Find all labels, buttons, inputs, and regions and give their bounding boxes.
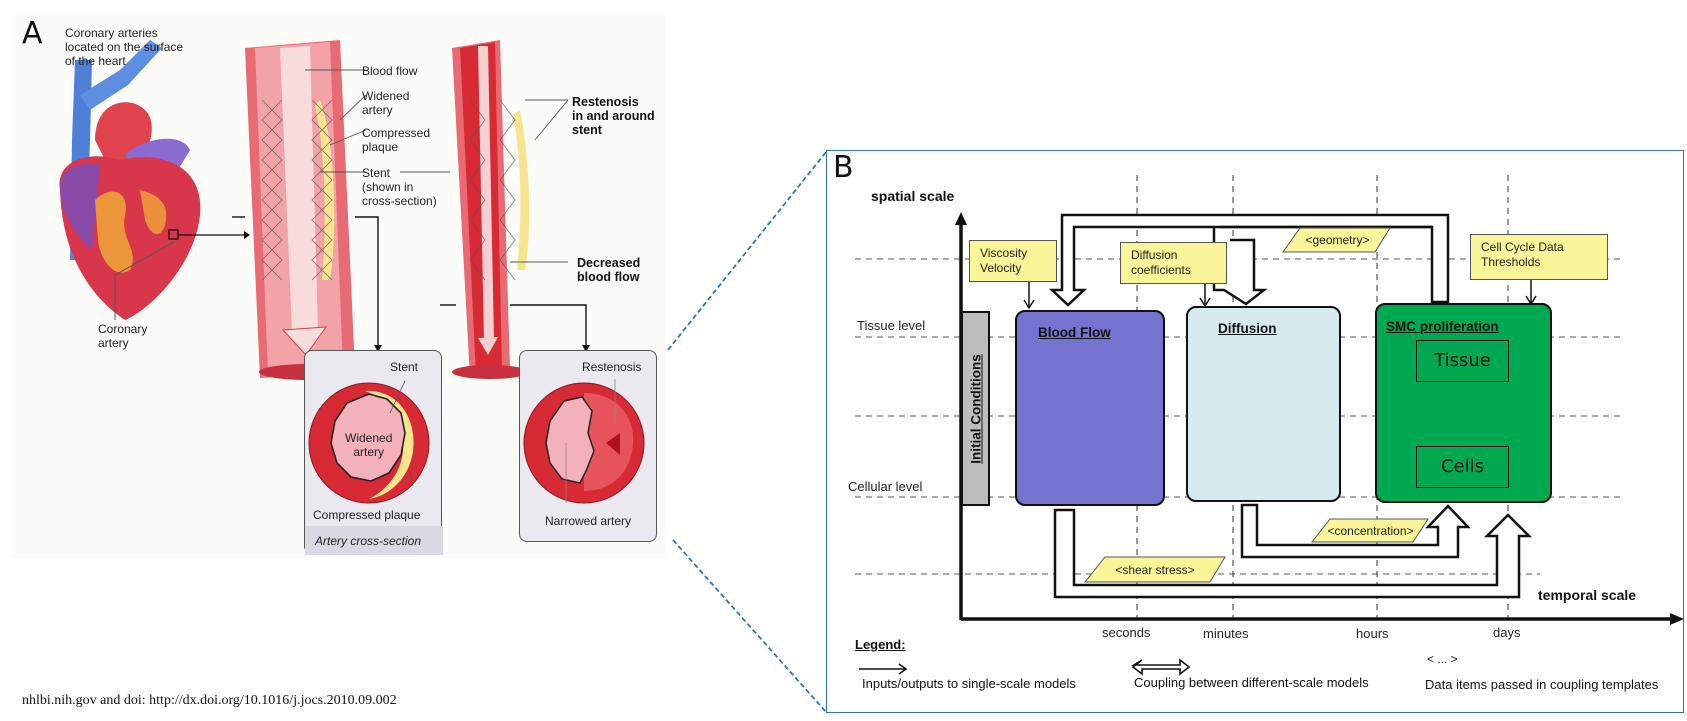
legend-coupling: Coupling between different-scale models — [1134, 675, 1369, 690]
legend-data-items: Data items passed in coupling templates — [1425, 677, 1659, 692]
callout-restenosis: Restenosis in and around stent — [572, 95, 655, 137]
callout-decreased-blood-flow: Decreased blood flow — [577, 256, 641, 284]
callout-stent: Stent (shown in cross-section) — [362, 166, 437, 208]
y-axis-label: spatial scale — [871, 188, 955, 204]
restenosis-label: Restenosis — [582, 360, 642, 374]
coronary-fat-2 — [140, 190, 167, 235]
heart-left-purple — [59, 163, 100, 250]
callout-widened-artery: Widened artery — [362, 89, 410, 117]
coronary-artery-label: Coronary artery — [98, 322, 148, 350]
geometry-data-shape — [1282, 227, 1391, 253]
panel-a-label: A — [22, 16, 43, 51]
widened-artery-label: Widened artery — [345, 431, 393, 459]
coupling-geometry-label: <geometry> — [1305, 233, 1370, 247]
smc-cells-submodel[interactable]: Cells — [1416, 446, 1509, 488]
y-level-cellular: Cellular level — [848, 479, 923, 494]
callout-compressed-plaque: Compressed plaque — [362, 126, 431, 154]
callout-blood-flow: Blood flow — [362, 64, 418, 78]
model-smc-proliferation-title: SMC proliferation — [1386, 319, 1499, 334]
cross-section-restenosis: Restenosis Narrowed artery — [519, 350, 657, 542]
model-blood-flow-title: Blood Flow — [1038, 325, 1111, 340]
coupling-shear-stress-label: <shear stress> — [1115, 563, 1195, 577]
heart-illustration — [59, 40, 250, 320]
source-caption: nhlbi.nih.gov and doi: http://dx.doi.org… — [22, 693, 397, 708]
stented-artery-illustration — [232, 40, 590, 380]
shear-stress-data-shape — [1083, 556, 1226, 583]
x-axis-arrowhead — [1670, 613, 1684, 625]
model-blood-flow[interactable]: Blood Flow — [1015, 310, 1165, 506]
panel-b-label: B — [833, 150, 854, 185]
model-diffusion-title: Diffusion — [1218, 321, 1277, 336]
cross-section-stented: Stent Widened artery Compressed plaque A… — [304, 350, 443, 555]
stent-label: Stent — [390, 360, 419, 374]
legend-double-arrow-icon — [1131, 658, 1191, 676]
concentration-data-shape — [1310, 518, 1429, 543]
legend-title: Legend: — [855, 637, 906, 652]
vein-branch — [80, 40, 162, 110]
smc-tissue-submodel[interactable]: Tissue — [1416, 340, 1509, 382]
x-tick-minutes: minutes — [1203, 626, 1249, 641]
legend-inputs-outputs: Inputs/outputs to single-scale models — [862, 676, 1076, 691]
narrowed-artery-label: Narrowed artery — [545, 514, 632, 528]
coupling-concentration-label: <concentration> — [1327, 524, 1414, 538]
x-axis-label: temporal scale — [1538, 587, 1637, 603]
cross-section-restenosis-drawing — [523, 379, 645, 504]
artery-cross-section-footer: Artery cross-section — [315, 534, 422, 548]
y-axis-arrowhead — [955, 212, 967, 225]
legend-single-arrow-icon — [859, 663, 908, 675]
legend-data-item-symbol: < ... > — [1427, 652, 1458, 666]
cross-section-stented-drawing — [305, 380, 443, 555]
y-level-tissue: Tissue level — [857, 318, 926, 333]
coronary-fat — [95, 191, 133, 273]
model-smc-proliferation[interactable]: SMC proliferation Tissue Cells — [1375, 303, 1552, 503]
x-tick-seconds: seconds — [1102, 625, 1151, 640]
x-tick-hours: hours — [1356, 626, 1389, 641]
x-tick-days: days — [1493, 625, 1521, 640]
initial-conditions-bar: Initial Conditions — [961, 311, 990, 506]
model-diffusion[interactable]: Diffusion — [1186, 306, 1341, 502]
compressed-plaque-label: Compressed plaque — [313, 508, 421, 522]
heart-title: Coronary arteries located on the surface… — [65, 26, 184, 68]
